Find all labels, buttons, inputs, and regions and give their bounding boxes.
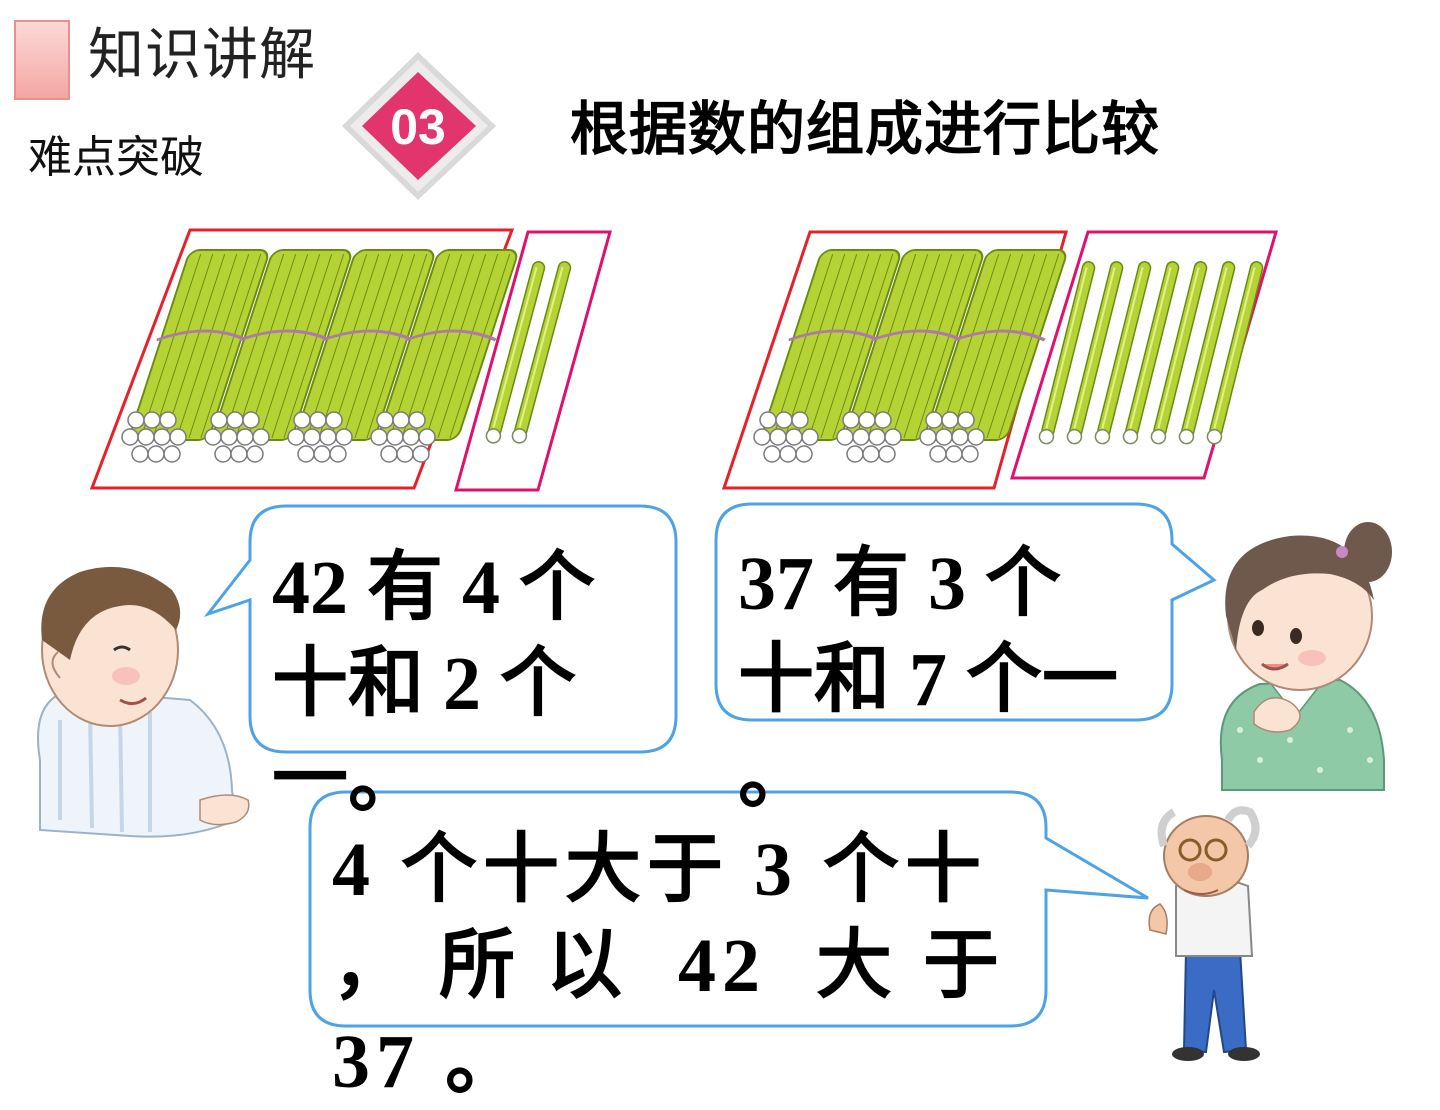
one-stick [1204, 259, 1266, 447]
illustration-layer [37, 228, 1392, 1061]
boy-speech-bubble [203, 504, 678, 754]
header-subtitle: 难点突破 [28, 132, 204, 183]
ten-bundle [761, 249, 901, 441]
one-stick [1092, 259, 1154, 447]
section-number-badge: 03 [342, 52, 496, 200]
one-stick [1064, 259, 1126, 447]
ten-bundle [927, 249, 1067, 441]
one-stick [1120, 259, 1182, 447]
grandpa-character [1148, 806, 1260, 1061]
ones-frame-2 [1009, 230, 1279, 480]
one-stick [1176, 259, 1238, 447]
header-marker [14, 20, 70, 100]
tens-frame-1 [89, 228, 515, 490]
girl-speech-bubble [714, 502, 1217, 722]
grandpa-bubble-text: 4 个十大于 3 个十 ， 所 以 42 大 于 37 。 [332, 828, 1005, 1104]
girl-character [1219, 522, 1392, 791]
bundle-ends-2 [753, 411, 985, 463]
boy-character [37, 566, 250, 838]
section-title: 根据数的组成进行比较 [570, 95, 1161, 163]
ten-bundle [129, 249, 269, 441]
boy-bubble-text: 42 有 4 个 十和 2 个 一。 [272, 546, 595, 822]
ten-bundle [295, 249, 435, 441]
grandpa-speech-bubble [308, 790, 1149, 1028]
bundle-ends-1 [121, 411, 436, 463]
tens-frame-2 [721, 230, 1068, 490]
girl-bubble-text: 37 有 3 个 十和 7 个一 。 [738, 542, 1118, 818]
badge-number: 03 [390, 99, 446, 155]
one-stick [1148, 259, 1210, 447]
ones-frame-1 [454, 230, 612, 492]
header-title: 知识讲解 [88, 23, 316, 88]
